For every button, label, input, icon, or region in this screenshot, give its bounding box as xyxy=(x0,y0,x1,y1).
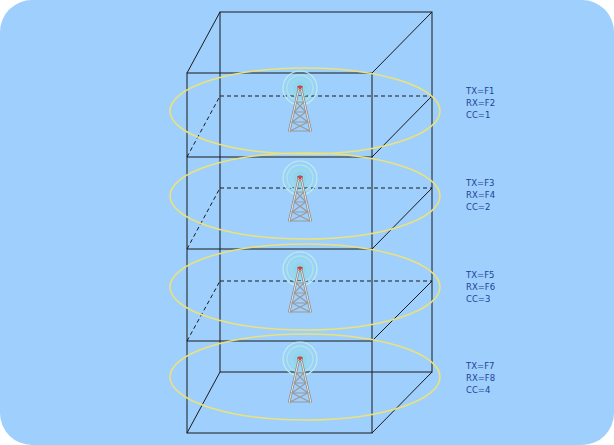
frequency-label: TX=F1 xyxy=(466,86,494,97)
frequency-label: TX=F5 xyxy=(466,270,494,281)
frequency-label: RX=F8 xyxy=(466,373,495,384)
frequency-label: RX=F2 xyxy=(466,98,495,109)
frequency-label: RX=F4 xyxy=(466,190,495,201)
frequency-label: TX=F7 xyxy=(466,361,494,372)
frequency-label: CC=4 xyxy=(466,385,490,396)
frequency-label: CC=1 xyxy=(466,110,490,121)
building-wireframe xyxy=(187,12,432,433)
frequency-label: RX=F6 xyxy=(466,282,495,293)
coverage-ellipses xyxy=(170,68,440,420)
frequency-label: CC=2 xyxy=(466,202,490,213)
frequency-label: TX=F3 xyxy=(466,178,494,189)
frequency-label: CC=3 xyxy=(466,294,490,305)
